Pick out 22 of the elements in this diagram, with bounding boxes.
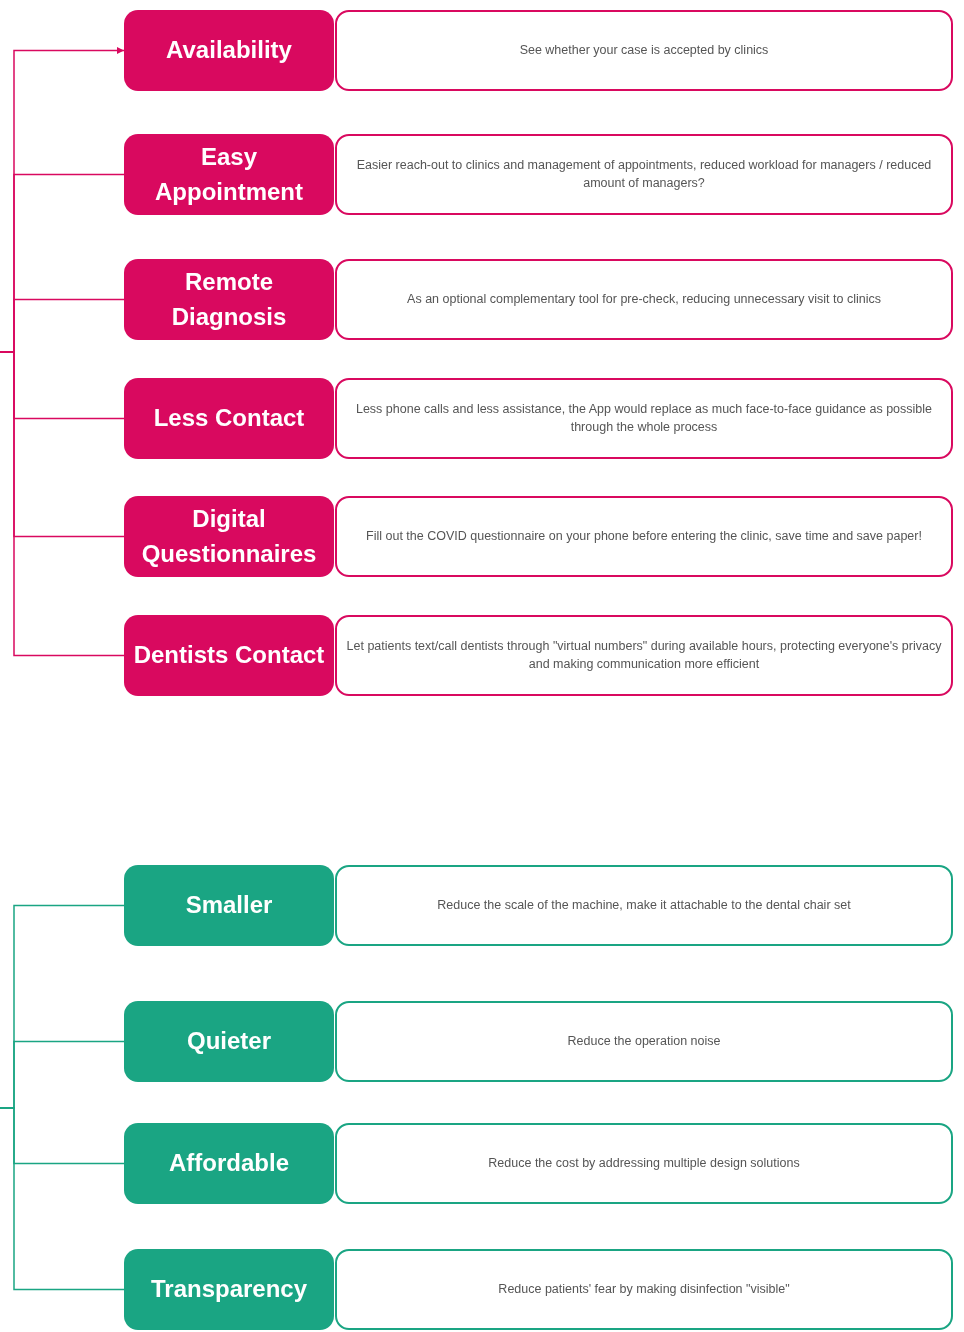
description-box: See whether your case is accepted by clinics <box>335 10 953 91</box>
category-box: Easy Appointment <box>124 134 334 215</box>
category-box: Remote Diagnosis <box>124 259 334 340</box>
description-box: Reduce the operation noise <box>335 1001 953 1082</box>
description-box: As an optional complementary tool for pre-check, reducing unnecessary visit to clinics <box>335 259 953 340</box>
description-box: Easier reach-out to clinics and management of appointments, reduced workload for managers / reduced amount of managers? <box>335 134 953 215</box>
category-box: Smaller <box>124 865 334 946</box>
connector-line <box>0 351 125 657</box>
category-box: Transparency <box>124 1249 334 1330</box>
connector-line <box>0 1107 125 1291</box>
description-box: Reduce the scale of the machine, make it attachable to the dental chair set <box>335 865 953 946</box>
category-box: Affordable <box>124 1123 334 1204</box>
description-box: Reduce the cost by addressing multiple design solutions <box>335 1123 953 1204</box>
category-box: Digital Questionnaires <box>124 496 334 577</box>
description-box: Let patients text/call dentists through "virtual numbers" during available hours, protecting everyone's privacy and making communication more efficient <box>335 615 953 696</box>
category-box: Less Contact <box>124 378 334 459</box>
category-box: Availability <box>124 10 334 91</box>
category-box: Quieter <box>124 1001 334 1082</box>
description-box: Less phone calls and less assistance, the App would replace as much face-to-face guidance as possible through the whole process <box>335 378 953 459</box>
category-box: Dentists Contact <box>124 615 334 696</box>
description-box: Fill out the COVID questionnaire on your phone before entering the clinic, save time and save paper! <box>335 496 953 577</box>
description-box: Reduce patients' fear by making disinfection "visible" <box>335 1249 953 1330</box>
